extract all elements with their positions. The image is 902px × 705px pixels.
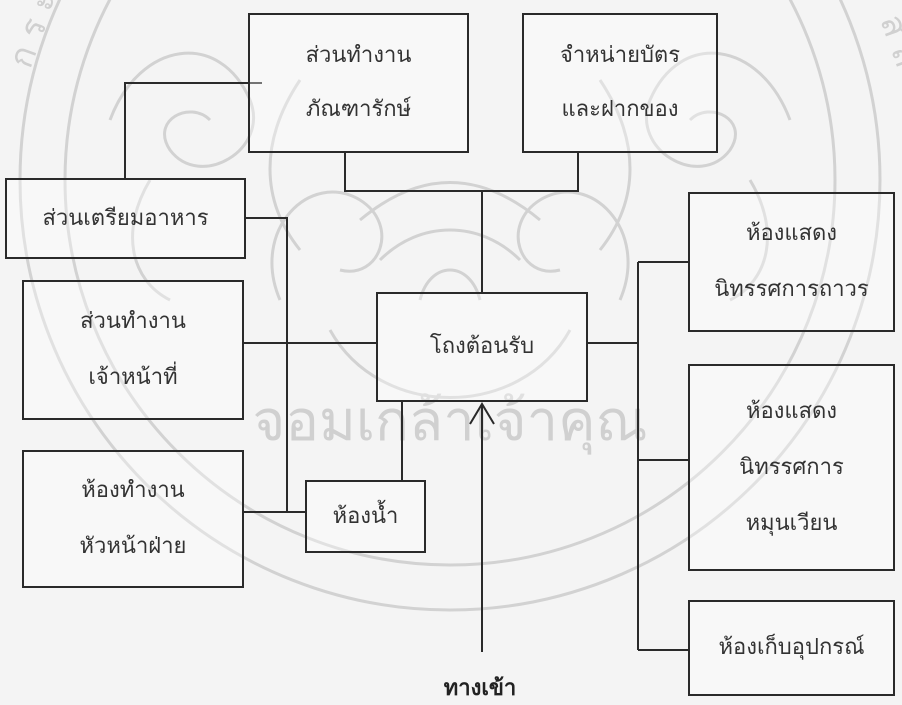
room-food-prep: ส่วนเตรียมอาหาร [5,178,246,259]
room-equipment-storage: ห้องเก็บอุปกรณ์ [688,600,895,696]
room-staff-work: ส่วนทำงาน เจ้าหน้าที่ [22,280,244,420]
room-permanent-exhibit: ห้องแสดง นิทรรศการถาวร [688,192,895,332]
connector-top-join [344,153,579,192]
room-head-office: ห้องทำงาน หัวหน้าฝ่าย [22,450,244,588]
room-label-line: ส่วนเตรียมอาหาร [42,205,209,231]
room-label-line: จำหน่ายบัตร [559,43,681,68]
entrance-label: ทางเข้า [443,675,517,701]
room-curator-work: ส่วนทำงาน ภัณฑารักษ์ [248,13,469,153]
room-label-line: นิทรรศการ [739,454,844,480]
room-rotating-exhibit: ห้องแสดง นิทรรศการ หมุนเวียน [688,364,895,571]
room-label-line: ห้องเก็บอุปกรณ์ [718,635,865,660]
room-label-line: ห้องทำงาน [81,478,185,503]
room-restroom: ห้องน้ำ [305,480,426,553]
room-label-line: นิทรรศการถาวร [714,277,869,302]
room-label-line: เจ้าหน้าที่ [88,365,178,390]
entrance-arrowhead [469,402,495,425]
room-ticketing: จำหน่ายบัตร และฝากของ [522,13,718,153]
room-label-line: และฝากของ [561,97,679,122]
room-label-line: ห้องแสดง [745,221,838,246]
room-label-line: ส่วนทำงาน [305,43,412,68]
room-label-line: หมุนเวียน [745,510,838,536]
connector-foodprep-restroom [245,217,288,512]
room-label-line: ห้องน้ำ [332,503,399,529]
room-reception: โถงต้อนรับ [376,292,588,402]
room-label-line: ห้องแสดง [745,398,838,424]
room-label-line: ภัณฑารักษ์ [305,97,412,122]
room-label-line: ส่วนทำงาน [80,309,186,334]
connector-curator-foodprep [124,82,262,178]
room-label-line: หัวหน้าฝ่าย [79,534,187,559]
room-label-line: โถงต้อนรับ [429,334,535,359]
